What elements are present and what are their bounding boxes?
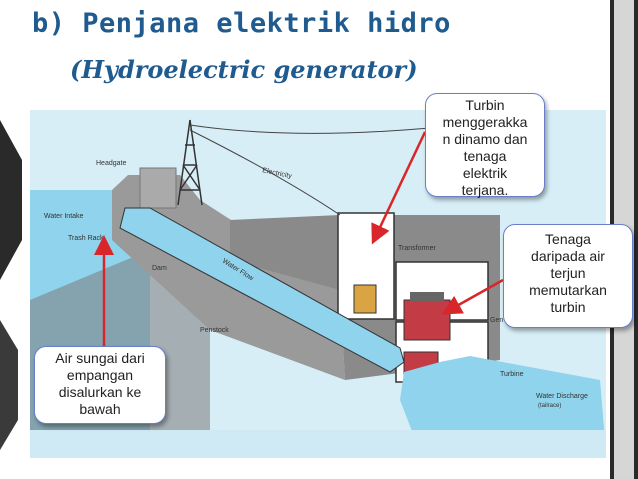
label-headgate: Headgate [96, 160, 126, 167]
slide-subtitle: (Hydroelectric generator) [70, 55, 418, 84]
arrow-to-transformer [371, 131, 427, 245]
label-penstock: Penstock [200, 327, 229, 334]
label-trash-rack: Trash Rack [68, 235, 104, 242]
arrow-to-turbine [441, 278, 504, 315]
power-line [189, 124, 431, 134]
tailrace [400, 356, 606, 452]
label-tailrace: (tailrace) [538, 403, 561, 409]
transformer [353, 284, 377, 314]
callout-river-water-channeled: Air sungai dari empangan disalurkan ke b… [34, 346, 166, 424]
callout-text: Air sungai dari empangan disalurkan ke b… [55, 350, 145, 417]
label-water-intake: Water Intake [44, 213, 84, 220]
callout-turbine-drives-dynamo: Turbin menggerakka n dinamo dan tenaga e… [425, 93, 545, 198]
label-transformer: Transformer [398, 245, 437, 252]
slide-title: b) Penjana elektrik hidro [32, 8, 451, 39]
callout-text: Tenaga daripada air terjun memutarkan tu… [529, 231, 607, 315]
transmission-tower-icon [177, 119, 203, 206]
generator [403, 299, 451, 341]
penstock [119, 207, 405, 373]
callout-falling-water-turns-turbine: Tenaga daripada air terjun memutarkan tu… [503, 224, 633, 328]
label-generator: Gen [490, 317, 503, 324]
ground [30, 430, 606, 458]
label-dam: Dam [152, 265, 167, 272]
power-line-2 [189, 129, 341, 216]
slide-frame-left [0, 120, 22, 450]
callout-text: Turbin menggerakka n dinamo dan tenaga e… [442, 97, 528, 198]
label-water-discharge: Water Discharge [536, 393, 588, 400]
label-turbine: Turbine [500, 371, 524, 378]
headgate [139, 167, 177, 209]
